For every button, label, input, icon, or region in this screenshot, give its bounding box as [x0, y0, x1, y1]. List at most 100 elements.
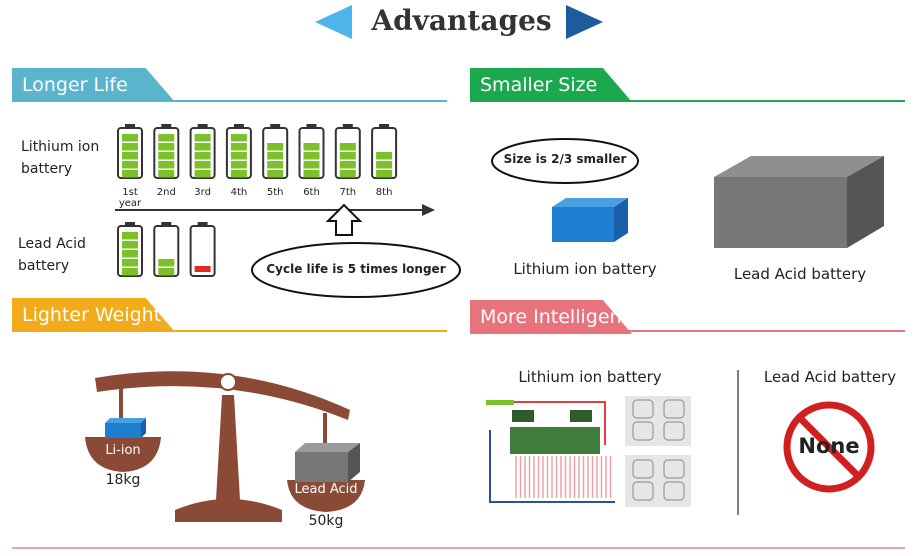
- right-arrow-icon: [566, 5, 603, 39]
- battery-level-segment: [267, 170, 284, 178]
- bms-wiring-diagram: [484, 398, 624, 503]
- battery-level-segment: [158, 143, 175, 151]
- battery-level-segment: [339, 152, 356, 160]
- year-label: 6th: [303, 187, 320, 198]
- lead-battery-icon: [153, 222, 180, 277]
- battery-level-segment: [194, 161, 211, 169]
- smaller-size-header: Smaller Size: [470, 68, 632, 102]
- battery-chart: [117, 124, 398, 277]
- smaller-size-rule: [610, 100, 905, 102]
- page-title: Advantages: [371, 4, 552, 37]
- lead-acid-weight-block: [295, 443, 360, 482]
- battery-level-segment: [122, 170, 138, 178]
- battery-level-segment: [122, 259, 138, 267]
- battery-level-segment: [194, 266, 211, 272]
- lead-acid-label: Lead Acid battery: [18, 236, 86, 274]
- lithium-battery-icon: [334, 124, 361, 179]
- lead-acid-battery-box: [714, 156, 884, 248]
- intelligent-lead-label: Lead Acid battery: [763, 368, 897, 386]
- more-intelligent-rule: [610, 330, 905, 332]
- battery-level-segment: [158, 268, 175, 276]
- battery-level-segment: [158, 259, 175, 267]
- scale-pivot: [219, 373, 237, 391]
- battery-level-segment: [303, 170, 320, 178]
- timeline-arrowhead-icon: [422, 204, 435, 216]
- battery-level-segment: [194, 143, 211, 151]
- smaller-lithium-label: Lithium ion battery: [513, 260, 657, 278]
- battery-level-segment: [376, 152, 393, 160]
- battery-level-segment: [376, 170, 393, 178]
- battery-level-segment: [158, 170, 175, 178]
- lithium-battery-icon: [153, 124, 180, 179]
- longer-life-rule: [150, 100, 447, 102]
- battery-level-segment: [376, 161, 393, 169]
- lead-acid-pan-label: Lead Acid: [294, 482, 358, 497]
- lithium-ion-label: Lithium ion battery: [21, 139, 100, 177]
- battery-level-segment: [339, 161, 356, 169]
- battery-level-segment: [267, 161, 284, 169]
- battery-level-segment: [230, 170, 247, 178]
- battery-level-segment: [122, 143, 138, 151]
- battery-level-segment: [194, 170, 211, 178]
- none-label: None: [798, 434, 860, 458]
- battery-level-segment: [158, 161, 175, 169]
- battery-level-segment: [122, 268, 138, 276]
- li-ion-weight: 18kg: [105, 472, 141, 488]
- longer-life-header: Longer Life: [12, 68, 175, 102]
- battery-level-segment: [339, 170, 356, 178]
- battery-level-segment: [122, 250, 138, 258]
- intelligent-lithium-label: Lithium ion battery: [518, 368, 662, 386]
- bms-icons-panel: [625, 396, 691, 507]
- no-sign-icon: [783, 401, 875, 493]
- battery-level-segment: [194, 152, 211, 160]
- lead-battery-icon: [189, 222, 216, 277]
- lighter-weight-header: Lighter Weight: [12, 298, 175, 332]
- battery-level-segment: [122, 232, 138, 240]
- lighter-weight-rule: [150, 330, 447, 332]
- up-arrow-icon: [325, 203, 363, 236]
- battery-level-segment: [122, 161, 138, 169]
- battery-level-segment: [122, 152, 138, 160]
- battery-level-segment: [230, 143, 247, 151]
- year-label: 3rd: [194, 187, 211, 198]
- smaller-lead-label: Lead Acid battery: [733, 265, 867, 283]
- battery-level-segment: [267, 152, 284, 160]
- battery-level-segment: [122, 134, 138, 142]
- battery-level-segment: [267, 143, 284, 151]
- lithium-battery-icon: [298, 124, 325, 179]
- lithium-battery-icon: [189, 124, 216, 179]
- cycle-life-callout: Cycle life is 5 times longer: [266, 262, 446, 276]
- battery-level-segment: [230, 161, 247, 169]
- lithium-battery-box: [552, 198, 628, 242]
- battery-level-segment: [194, 134, 211, 142]
- battery-level-segment: [303, 152, 320, 160]
- battery-level-segment: [230, 152, 247, 160]
- lithium-battery-icon: [117, 124, 143, 179]
- battery-level-segment: [158, 134, 175, 142]
- battery-level-segment: [303, 143, 320, 151]
- battery-level-segment: [158, 152, 175, 160]
- lead-acid-weight: 50kg: [308, 513, 344, 529]
- year-label: 8th: [375, 187, 393, 198]
- li-ion-weight-block: [105, 418, 146, 438]
- battery-level-segment: [303, 161, 320, 169]
- lithium-battery-icon: [225, 124, 252, 179]
- battery-level-segment: [230, 134, 247, 142]
- balance-scale: [85, 371, 365, 522]
- li-ion-pan-label: Li-ion: [105, 443, 141, 458]
- lithium-battery-icon: [262, 124, 289, 179]
- size-callout: Size is 2/3 smaller: [503, 152, 627, 166]
- year-label: 2nd: [156, 187, 176, 198]
- cycle-life-callout-bubble: [251, 242, 461, 298]
- year-label: 4th: [230, 187, 248, 198]
- year-label: 5th: [266, 187, 284, 198]
- year-label: 1st year: [118, 187, 142, 209]
- year-label: 7th: [339, 187, 357, 198]
- lead-battery-icon: [117, 222, 143, 277]
- battery-level-segment: [339, 143, 356, 151]
- battery-level-segment: [122, 241, 138, 249]
- more-intelligent-header: More Intelligent: [470, 300, 632, 334]
- lithium-battery-icon: [371, 124, 398, 179]
